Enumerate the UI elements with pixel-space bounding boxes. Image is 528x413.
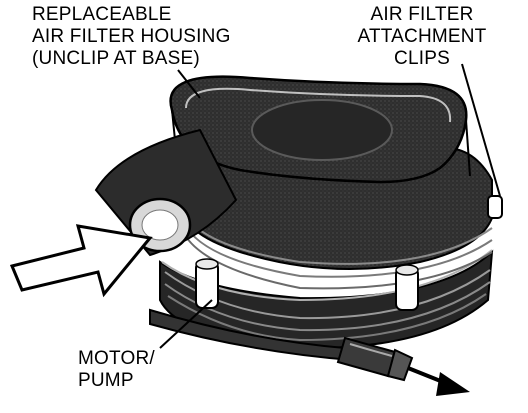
leader-lines	[159, 63, 501, 349]
label-motor-pump: MOTOR/ PUMP	[78, 348, 155, 392]
label-air-filter-attachment-clips: AIR FILTER ATTACHMENT CLIPS	[332, 4, 512, 70]
label-replaceable-air-filter-housing: REPLACEABLE AIR FILTER HOUSING (UNCLIP A…	[32, 4, 231, 70]
inlet-nozzle	[94, 128, 238, 257]
label-line: AIR FILTER HOUSING	[32, 26, 231, 47]
label-line: ATTACHMENT	[357, 26, 487, 47]
filter-housing	[169, 75, 493, 290]
label-line: PUMP	[78, 370, 134, 391]
label-line: MOTOR/	[78, 348, 155, 369]
label-line: REPLACEABLE	[32, 4, 172, 25]
outlet-hose	[149, 308, 414, 382]
label-line: CLIPS	[394, 48, 450, 69]
outlet-arrow	[407, 366, 470, 396]
attachment-clips	[195, 195, 503, 311]
label-line: AIR FILTER	[370, 4, 474, 25]
inlet-arrow	[9, 224, 153, 298]
label-line: (UNCLIP AT BASE)	[32, 48, 200, 69]
